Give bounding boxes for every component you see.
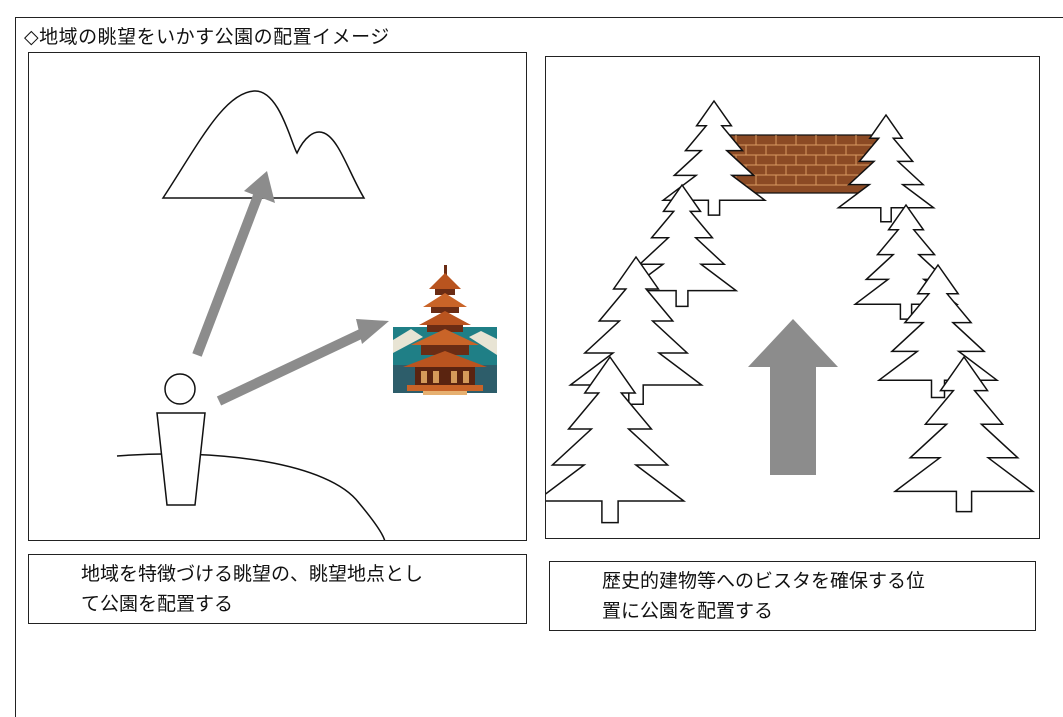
view-arrow-pagoda [216,319,389,406]
vista-arrow [748,319,838,475]
tree-group [546,99,1036,524]
view-arrow-mountain [192,171,275,357]
left-caption-box: 地域を特徴づける眺望の、眺望地点とし て公園を配置する [28,554,527,624]
right-caption-box: 歴史的建物等へのビスタを確保する位 置に公園を配置する [549,561,1036,631]
pagoda-icon [393,265,497,395]
right-caption-line2: 置に公園を配置する [602,600,774,622]
diagram-title: ◇地域の眺望をいかす公園の配置イメージ [24,26,390,48]
tree-icon [625,183,739,308]
tree-icon [546,355,687,524]
right-illustration [546,99,1036,524]
left-illustration-panel [28,52,527,541]
right-caption-line1: 歴史的建物等へのビスタを確保する位 [602,570,926,592]
ground-line [116,453,386,540]
left-caption-line1: 地域を特徴づける眺望の、眺望地点とし [81,563,424,585]
tree-icon [660,99,768,216]
outer-frame [15,17,1063,717]
person-body-icon [156,412,206,506]
tree-icon [892,355,1036,513]
left-caption-line2: て公園を配置する [81,593,234,615]
left-illustration [116,90,497,540]
tree-icon [836,113,936,223]
person-head-icon [164,373,196,405]
mountain-icon [161,90,366,199]
right-illustration-panel [545,56,1040,539]
